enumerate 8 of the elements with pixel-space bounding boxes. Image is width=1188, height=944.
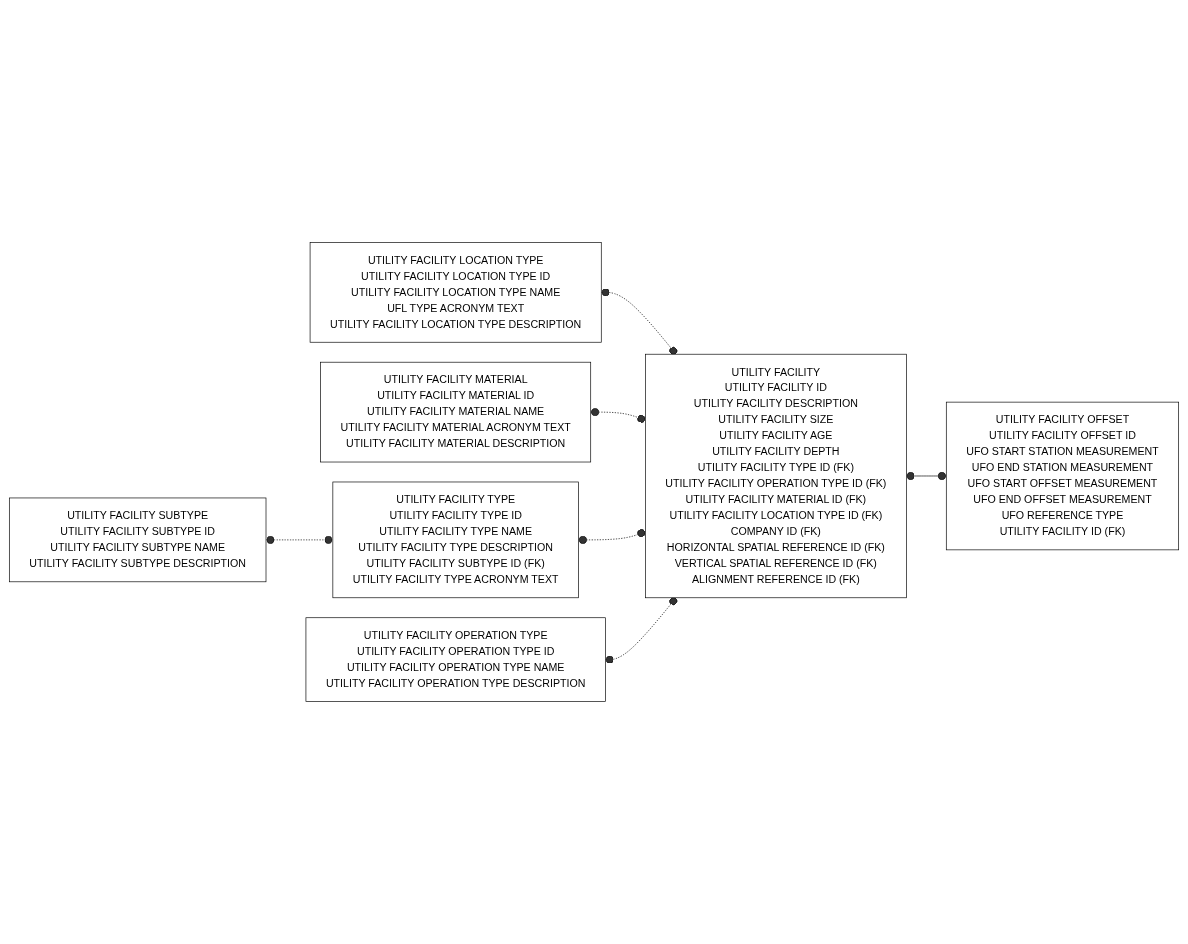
node-box [945, 401, 1179, 551]
node-box [9, 497, 267, 583]
er-diagram: UTILITY FACILITY LOCATION TYPE UTILITY FACILITY LOCATION TYPE ID UTILITY FACILITY LOCATION TYPE NAME UFL TYPE ACRONYM TEXT UTILITY FACILITY LOCATION TYPE DESCRIPTION UTILITY FACILITY UTILITY FACILITY ID UTILITY FACILITY DESCRIPTION UTILITY FACILITY SIZE UTILITY FACILITY AGE UTILITY FACILITY DEPTH UTILITY FACILITY TYPE ID (FK) UTILITY FACILITY OPERATION TYPE ID (FK) UTILITY FACILITY MATERIAL ID (FK) UTILITY FACILITY LOCATION TYPE ID (FK) COMPANY ID (FK) HORIZONTAL SPATIAL REFERENCE ID (FK) VERTICAL SPATIAL REFERENCE ID (FK) ALIGNMENT REFERENCE ID (FK) UTILITY FACILITY MATERIAL UTILITY FACILITY MATERIAL ID UTILITY FACILITY MATERIAL NAME UTILITY FACILITY MATERIAL ACRONYM TEXT UTILITY FACILITY MATERIAL DESCRIPTION UTILITY FACILITY TYPE UTILITY FACILITY TYPE ID UTILITY FACILITY TYPE NAME UTILITY FACILITY TYPE DESCRIPTION UTILITY FACILITY SUBTYPE ID (FK) UTILITY FACILITY TYPE ACRONYM TEXT UTILITY FACILITY OFFSET UTILITY FACILITY OFFSET ID UFO START STATION MEASUREMENT UFO END STATION MEASUREMENT UFO START OFFSET MEASUREMENT UFO END OFFSET MEASUREMENT UFO REFERENCE TYPE UTILITY FACILITY ID (FK) UTILITY FACILITY SUBTYPE UTILITY FACILITY SUBTYPE ID UTILITY FACILITY SUBTYPE NAME UTILITY FACILITY SUBTYPE DESCRIPTION UTILITY FACILITY OPERATION TYPE UTILITY FACILITY OPERATION TYPE ID UTILITY FACILITY OPERATION TYPE NAME UTILITY FACILITY OPERATION TYPE DESCRIPTION [4, 4, 1184, 940]
node-box [309, 242, 602, 343]
node-box [332, 481, 579, 599]
node-box [645, 353, 907, 599]
node-box [305, 617, 606, 702]
node-box [320, 361, 592, 463]
